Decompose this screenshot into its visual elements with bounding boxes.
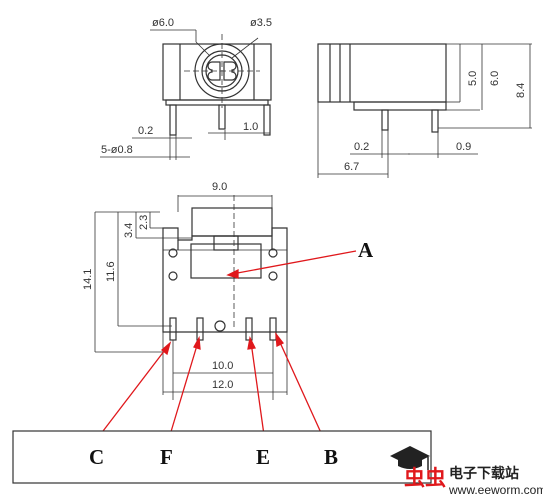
side-view bbox=[317, 43, 532, 178]
dim-height-5: 5.0 bbox=[467, 71, 479, 86]
callout-f: F bbox=[160, 445, 173, 469]
dim-body-depth: 6.7 bbox=[344, 161, 359, 173]
callout-c: C bbox=[89, 445, 104, 469]
dim-diameter-6: ø6.0 bbox=[152, 17, 174, 29]
pin-label-box bbox=[12, 430, 432, 484]
dim-height-total: 14.1 bbox=[82, 269, 94, 290]
watermark: 虫虫 电子下载站 www.eeworm.com bbox=[390, 446, 543, 497]
watermark-url: www.eeworm.com bbox=[448, 483, 543, 497]
dim-height-8-4: 8.4 bbox=[515, 83, 527, 98]
watermark-title: 电子下载站 bbox=[449, 465, 519, 482]
callout-e: E bbox=[256, 445, 270, 469]
dim-height-6: 6.0 bbox=[489, 71, 501, 86]
dim-tail: 0.9 bbox=[456, 141, 471, 153]
dim-base-width: 12.0 bbox=[212, 379, 233, 391]
callout-a: A bbox=[358, 238, 374, 262]
front-view bbox=[100, 29, 272, 160]
dim-top-offset: 3.4 bbox=[123, 223, 135, 238]
dim-height-inner: 11.6 bbox=[105, 261, 117, 282]
dim-pin-offset: 0.2 bbox=[354, 141, 369, 153]
bottom-view bbox=[94, 195, 288, 400]
dim-top-offset-small: 2.3 bbox=[138, 215, 150, 230]
dim-pin-width: 0.2 bbox=[138, 125, 153, 137]
pointer-lines bbox=[99, 250, 357, 436]
dim-top-width: 9.0 bbox=[212, 181, 227, 193]
dim-diameter-3-5: ø3.5 bbox=[250, 17, 272, 29]
callout-b: B bbox=[324, 445, 338, 469]
watermark-brand: 虫虫 bbox=[404, 466, 446, 490]
dim-pin-hole: 5-ø0.8 bbox=[101, 144, 133, 156]
dim-pin-pitch: 10.0 bbox=[212, 360, 233, 372]
graduation-cap-icon bbox=[390, 446, 430, 470]
dim-pin-spacing: 1.0 bbox=[243, 121, 258, 133]
